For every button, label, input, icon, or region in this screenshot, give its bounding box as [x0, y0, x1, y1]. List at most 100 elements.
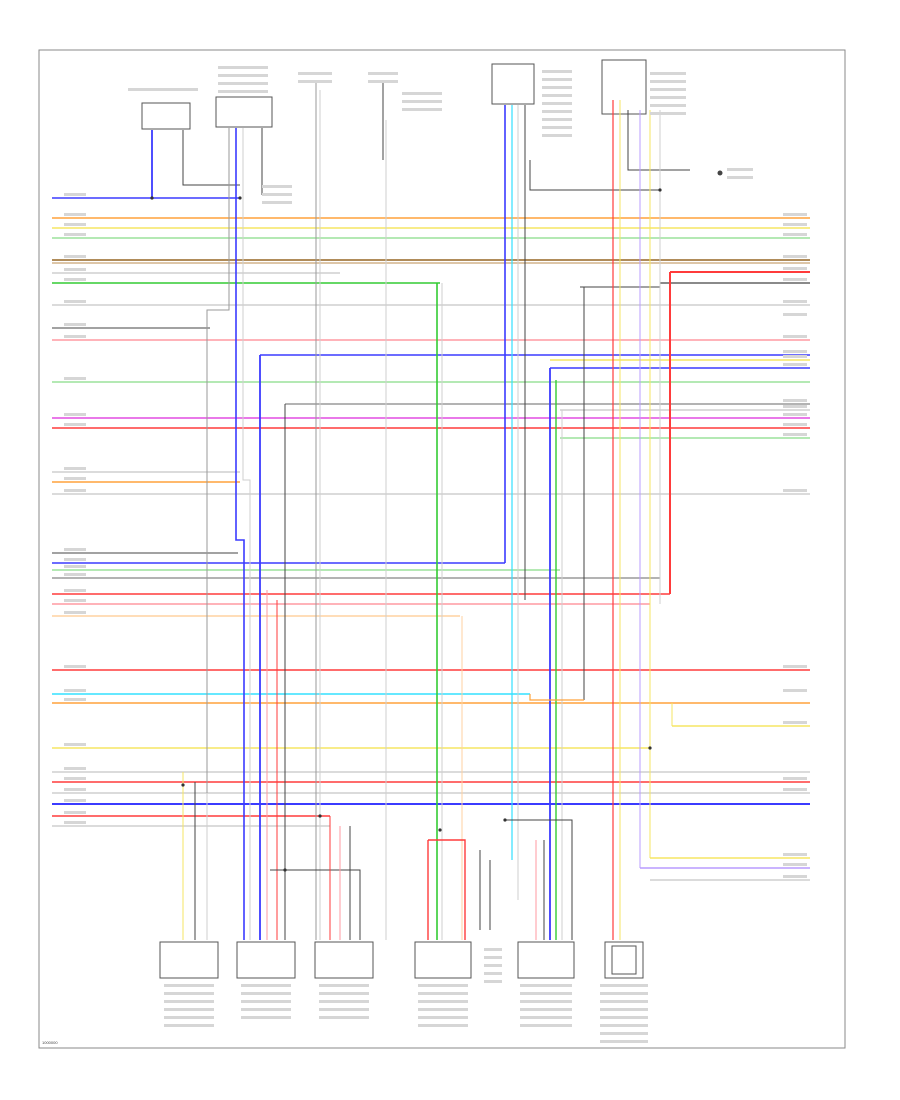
- illegible-label-block: [418, 1000, 468, 1003]
- illegible-label-block: [520, 992, 572, 995]
- illegible-label-block: [262, 201, 292, 204]
- illegible-label-block: [262, 193, 292, 196]
- illegible-label-block: [542, 86, 572, 89]
- wire: [505, 819, 573, 940]
- wire-group: [52, 80, 810, 940]
- illegible-label-block: [600, 992, 648, 995]
- illegible-label-block: [64, 223, 86, 226]
- illegible-label-block: [484, 972, 502, 975]
- junction-dot: [438, 828, 442, 832]
- junction-group: [150, 188, 662, 872]
- bottom-component-1: [159, 941, 219, 979]
- illegible-label-block: [64, 213, 86, 216]
- illegible-label-block: [402, 108, 442, 111]
- illegible-label-block: [783, 233, 807, 236]
- bottom-component-5: [517, 941, 575, 979]
- illegible-label-block: [783, 223, 807, 226]
- illegible-label-block: [783, 689, 807, 692]
- illegible-label-block: [241, 1016, 291, 1019]
- bottom-component-2: [236, 941, 296, 979]
- illegible-label-block: [64, 489, 86, 492]
- bottom-components: [159, 941, 644, 979]
- top-components: [141, 59, 723, 176]
- label-group: [64, 66, 807, 1043]
- illegible-label-block: [650, 72, 686, 75]
- illegible-label-block: [64, 377, 86, 380]
- illegible-label-block: [319, 1008, 369, 1011]
- illegible-label-block: [600, 1016, 648, 1019]
- wire: [529, 694, 584, 701]
- illegible-label-block: [218, 74, 268, 77]
- illegible-label-block: [164, 984, 214, 987]
- illegible-label-block: [650, 88, 686, 91]
- diagram-frame: [38, 49, 846, 1049]
- illegible-label-block: [783, 665, 807, 668]
- illegible-label-block: [650, 96, 686, 99]
- illegible-label-block: [783, 853, 807, 856]
- illegible-label-block: [542, 94, 572, 97]
- illegible-label-block: [64, 589, 86, 592]
- junction-dot: [318, 814, 322, 818]
- illegible-label-block: [783, 413, 807, 416]
- illegible-label-block: [241, 1008, 291, 1011]
- illegible-label-block: [64, 477, 86, 480]
- illegible-label-block: [600, 1032, 648, 1035]
- bottom-component-4: [414, 941, 472, 979]
- illegible-label-block: [64, 565, 86, 568]
- illegible-label-block: [64, 548, 86, 551]
- illegible-label-block: [542, 102, 572, 105]
- illegible-label-block: [418, 1024, 468, 1027]
- illegible-label-block: [520, 1016, 572, 1019]
- illegible-label-block: [64, 689, 86, 692]
- illegible-label-block: [402, 92, 442, 95]
- illegible-label-block: [64, 799, 86, 802]
- illegible-label-block: [783, 350, 807, 353]
- top-component-2: [215, 96, 273, 128]
- illegible-label-block: [783, 863, 807, 866]
- illegible-label-block: [368, 72, 398, 75]
- top-component-4: [601, 59, 647, 115]
- junction-dot: [648, 746, 652, 750]
- illegible-label-block: [600, 1024, 648, 1027]
- illegible-label-block: [64, 300, 86, 303]
- illegible-label-block: [783, 777, 807, 780]
- junction-dot: [658, 188, 662, 192]
- illegible-label-block: [650, 112, 686, 115]
- illegible-label-block: [64, 767, 86, 770]
- illegible-label-block: [783, 213, 807, 216]
- illegible-label-block: [783, 721, 807, 724]
- wire: [529, 160, 660, 191]
- illegible-label-block: [520, 1024, 572, 1027]
- illegible-label-block: [164, 1000, 214, 1003]
- illegible-label-block: [128, 88, 198, 91]
- illegible-label-block: [164, 1024, 214, 1027]
- illegible-label-block: [418, 1016, 468, 1019]
- illegible-label-block: [542, 118, 572, 121]
- junction-dot: [283, 868, 287, 872]
- illegible-label-block: [783, 278, 807, 281]
- illegible-label-block: [783, 405, 807, 408]
- illegible-label-block: [218, 66, 268, 69]
- wire: [242, 128, 251, 940]
- junction-dot: [503, 818, 507, 822]
- illegible-label-block: [64, 665, 86, 668]
- illegible-label-block: [64, 467, 86, 470]
- illegible-label-block: [64, 193, 86, 196]
- illegible-label-block: [520, 1000, 572, 1003]
- wire: [182, 130, 240, 186]
- illegible-label-block: [783, 300, 807, 303]
- illegible-label-block: [520, 984, 572, 987]
- illegible-label-block: [542, 126, 572, 129]
- illegible-label-block: [64, 599, 86, 602]
- illegible-label-block: [600, 1040, 648, 1043]
- wire: [235, 128, 245, 940]
- illegible-label-block: [600, 984, 648, 987]
- illegible-label-block: [783, 335, 807, 338]
- wire: [270, 869, 361, 940]
- illegible-label-block: [64, 573, 86, 576]
- top-component-3: [491, 63, 535, 105]
- illegible-label-block: [241, 992, 291, 995]
- illegible-label-block: [64, 323, 86, 326]
- illegible-label-block: [218, 82, 268, 85]
- illegible-label-block: [600, 1008, 648, 1011]
